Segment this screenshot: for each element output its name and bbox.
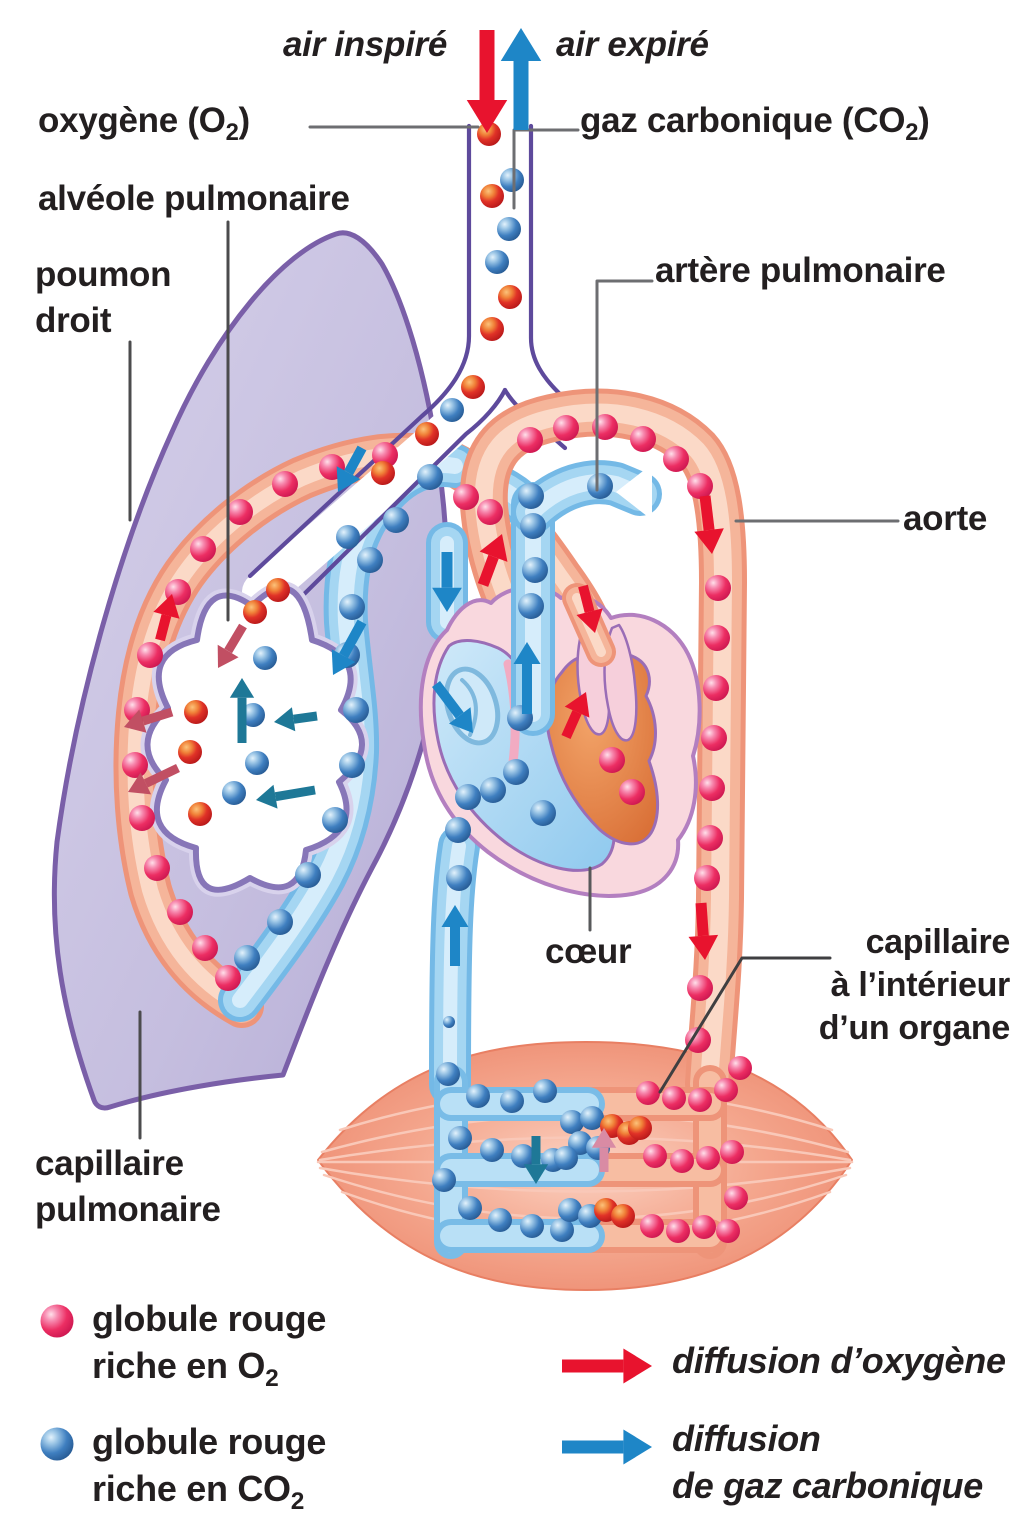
label-coeur: cœur bbox=[545, 932, 632, 971]
label-artere-pulmonaire: artère pulmonaire bbox=[655, 251, 946, 290]
molecules bbox=[122, 122, 752, 1243]
air-flow-arrows bbox=[466, 28, 542, 133]
legend-icons bbox=[40, 1304, 74, 1461]
legend-red-arrow-icon bbox=[562, 1348, 652, 1384]
label-alveole: alvéole pulmonaire bbox=[38, 179, 350, 218]
label-gaz-carbonique: gaz carbonique (CO2) bbox=[580, 101, 930, 146]
label-capillaire-organe: capillaire à l’intérieur d’un organe bbox=[818, 923, 1011, 1047]
legend-blue-arrow-icon bbox=[562, 1429, 652, 1465]
label-air-expire: air expiré bbox=[556, 25, 709, 64]
legend-diffusion-o2-text: diffusion d’oxygène bbox=[672, 1340, 1006, 1381]
label-aorte: aorte bbox=[903, 499, 988, 538]
flow-arrows bbox=[124, 445, 724, 1184]
label-oxygene: oxygène (O2) bbox=[38, 101, 250, 146]
legend-diffusion-co2-text: diffusion de gaz carbonique bbox=[672, 1418, 983, 1506]
legend-o2-globule-icon bbox=[40, 1304, 74, 1338]
label-capillaire-pulmonaire: capillaire pulmonaire bbox=[35, 1144, 221, 1229]
label-poumon-droit: poumon droit bbox=[35, 255, 172, 340]
legend-globule-co2-text: globule rouge riche en CO2 bbox=[92, 1421, 327, 1516]
label-air-inspire: air inspiré bbox=[283, 25, 447, 64]
legend-co2-globule-icon bbox=[40, 1427, 74, 1461]
legend-globule-o2-text: globule rouge riche en O2 bbox=[92, 1298, 327, 1393]
